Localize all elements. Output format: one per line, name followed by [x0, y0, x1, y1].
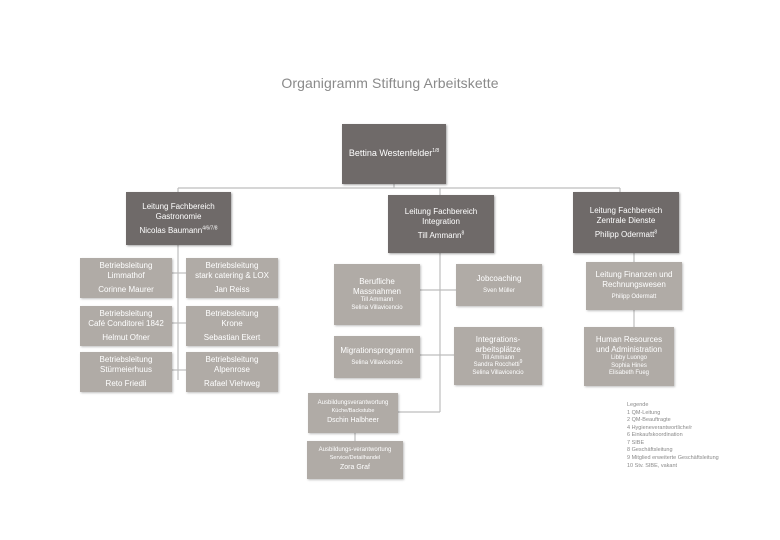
- legend-item: 2 QM-Beauftragte: [627, 417, 671, 424]
- unit-subtitle: Service/Detailhandel: [329, 454, 381, 461]
- unit-cafe-conditorei-1842: Betriebsleitung Café Conditorei 1842 Hel…: [80, 306, 172, 346]
- unit-manager: Corinne Maurer: [98, 285, 154, 294]
- unit-line2: Café Conditorei 1842: [88, 319, 164, 328]
- department-integration-marker: 8: [461, 230, 465, 237]
- unit-limmathof: Betriebsleitung Limmathof Corinne Maurer: [80, 258, 172, 298]
- legend: Legende 1 QM-Leitung 2 QM-Beauftragte 4 …: [627, 402, 719, 470]
- unit-line1: Betriebsleitung: [205, 355, 259, 364]
- unit-staff: Sophia Hines: [611, 362, 647, 369]
- unit-krone: Betriebsleitung Krone Sebastian Ekert: [186, 306, 278, 346]
- department-gastronomie-marker: 4/6/7/8: [202, 224, 218, 231]
- department-gastronomie-line2: Gastronomie: [155, 211, 202, 221]
- legend-item: 8 Geschäftsleitung: [627, 447, 673, 454]
- department-zentrale-head: Philipp Odermatt: [594, 229, 655, 239]
- unit-line2: Limmathof: [107, 271, 145, 280]
- legend-item: 1 QM-Leitung: [627, 409, 661, 416]
- unit-staff: Selina Villavicencio: [351, 360, 403, 367]
- legend-item: 9 Mitglied erweiterte Geschäftsleitung: [627, 455, 719, 462]
- department-integration-line1: Leitung Fachbereich: [404, 207, 478, 216]
- department-integration-head: Till Ammann: [417, 231, 462, 240]
- unit-line2: Stürmeierhuus: [99, 365, 153, 374]
- unit-manager: Jan Reiss: [214, 285, 250, 294]
- ceo-name: Bettina Westenfelder: [348, 148, 433, 159]
- legend-item: 10 Stv. SIBE, vakant: [627, 462, 678, 469]
- unit-staff: Selina Villavicencio: [351, 304, 403, 311]
- unit-manager: Reto Friedli: [105, 379, 147, 388]
- unit-line2: Massnahmen: [352, 287, 402, 296]
- legend-title: Legende: [627, 402, 649, 408]
- unit-title: Ausbildungsverantwortung: [317, 400, 389, 407]
- department-zentrale-dienste: Leitung Fachbereich Zentrale Dienste Phi…: [573, 192, 679, 253]
- unit-staff: Till Ammann: [360, 297, 394, 303]
- department-gastronomie: Leitung Fachbereich Gastronomie Nicolas …: [126, 192, 231, 245]
- unit-manager: Sebastian Ekert: [203, 333, 261, 342]
- unit-staff: Sandra Rocchetti: [473, 362, 520, 369]
- unit-line1: Betriebsleitung: [99, 261, 153, 270]
- unit-ausbildung-kueche: Ausbildungsverantwortung Küche/Backstube…: [308, 393, 398, 433]
- unit-integrationsarbeitsplaetze: Integrations- arbeitsplätze Till Ammann …: [454, 327, 542, 385]
- unit-staff-marker: 9: [519, 359, 523, 366]
- ceo-role-marker: 1/8: [432, 148, 440, 155]
- unit-stuermeierhuus: Betriebsleitung Stürmeierhuus Reto Fried…: [80, 352, 172, 392]
- ceo-box: Bettina Westenfelder1/8: [342, 124, 446, 184]
- unit-line2: arbeitsplätze: [475, 344, 521, 354]
- unit-line2: und Administration: [596, 345, 662, 355]
- unit-line1: Betriebsleitung: [99, 309, 153, 318]
- unit-staff: Philipp Odermatt: [611, 294, 657, 301]
- unit-manager: Helmut Ofner: [102, 333, 150, 342]
- unit-title: Jobcoaching: [476, 274, 522, 284]
- unit-line1: Leitung Finanzen und: [595, 270, 673, 280]
- unit-line1: Betriebsleitung: [205, 309, 259, 318]
- unit-title: Migrationsprogramm: [340, 346, 414, 356]
- unit-line2: stark catering & LOX: [195, 271, 269, 280]
- unit-stark-catering-lox: Betriebsleitung stark catering & LOX Jan…: [186, 258, 278, 298]
- unit-title: Ausbildungs-verantwortung: [318, 447, 392, 454]
- legend-item: 4 Hygieneverantwortliche/r: [627, 424, 693, 431]
- unit-migrationsprogramm: Migrationsprogramm Selina Villavicencio: [334, 336, 420, 378]
- unit-subtitle: Küche/Backstube: [331, 407, 375, 414]
- department-integration: Leitung Fachbereich Integration Till Amm…: [388, 195, 494, 253]
- unit-finanzen-rechnungswesen: Leitung Finanzen und Rechnungswesen Phil…: [586, 262, 682, 310]
- unit-staff: Elisabeth Fueg: [608, 370, 650, 377]
- unit-staff: Sven Müller: [483, 288, 515, 295]
- unit-line1: Integrations-: [475, 334, 521, 344]
- unit-line1: Betriebsleitung: [99, 355, 153, 364]
- unit-line2: Krone: [221, 319, 243, 328]
- unit-staff: Till Ammann: [481, 354, 515, 361]
- unit-human-resources: Human Resources und Administration Libby…: [584, 327, 674, 386]
- department-zentrale-marker: 8: [654, 228, 658, 235]
- department-zentrale-line1: Leitung Fachbereich: [589, 205, 663, 215]
- department-integration-line2: Integration: [422, 217, 460, 226]
- legend-item: 6 Einkaufskoordination: [627, 432, 683, 439]
- unit-line2: Rechnungswesen: [602, 280, 666, 290]
- unit-staff: Selina Villavicencio: [472, 369, 524, 376]
- legend-item: 7 SIBE: [627, 439, 645, 446]
- department-zentrale-line2: Zentrale Dienste: [596, 215, 656, 225]
- department-gastronomie-line1: Leitung Fachbereich: [142, 201, 215, 211]
- unit-ausbildung-service: Ausbildungs-verantwortung Service/Detail…: [307, 441, 403, 479]
- unit-berufliche-massnahmen: Berufliche Massnahmen Till Ammann Selina…: [334, 264, 420, 325]
- unit-line1: Human Resources: [595, 335, 663, 345]
- unit-jobcoaching: Jobcoaching Sven Müller: [456, 264, 542, 306]
- unit-alpenrose: Betriebsleitung Alpenrose Rafael Viehweg: [186, 352, 278, 392]
- unit-staff: Dschin Halbheer: [327, 416, 379, 424]
- unit-line1: Berufliche: [359, 277, 395, 286]
- unit-manager: Rafael Viehweg: [204, 379, 260, 388]
- unit-line2: Alpenrose: [213, 365, 251, 374]
- chart-title: Organigramm Stiftung Arbeitskette: [281, 75, 499, 91]
- unit-line1: Betriebsleitung: [205, 261, 259, 270]
- unit-staff: Zora Graf: [340, 463, 370, 471]
- unit-staff: Libby Luongo: [610, 355, 648, 362]
- department-gastronomie-head: Nicolas Baumann: [139, 225, 203, 235]
